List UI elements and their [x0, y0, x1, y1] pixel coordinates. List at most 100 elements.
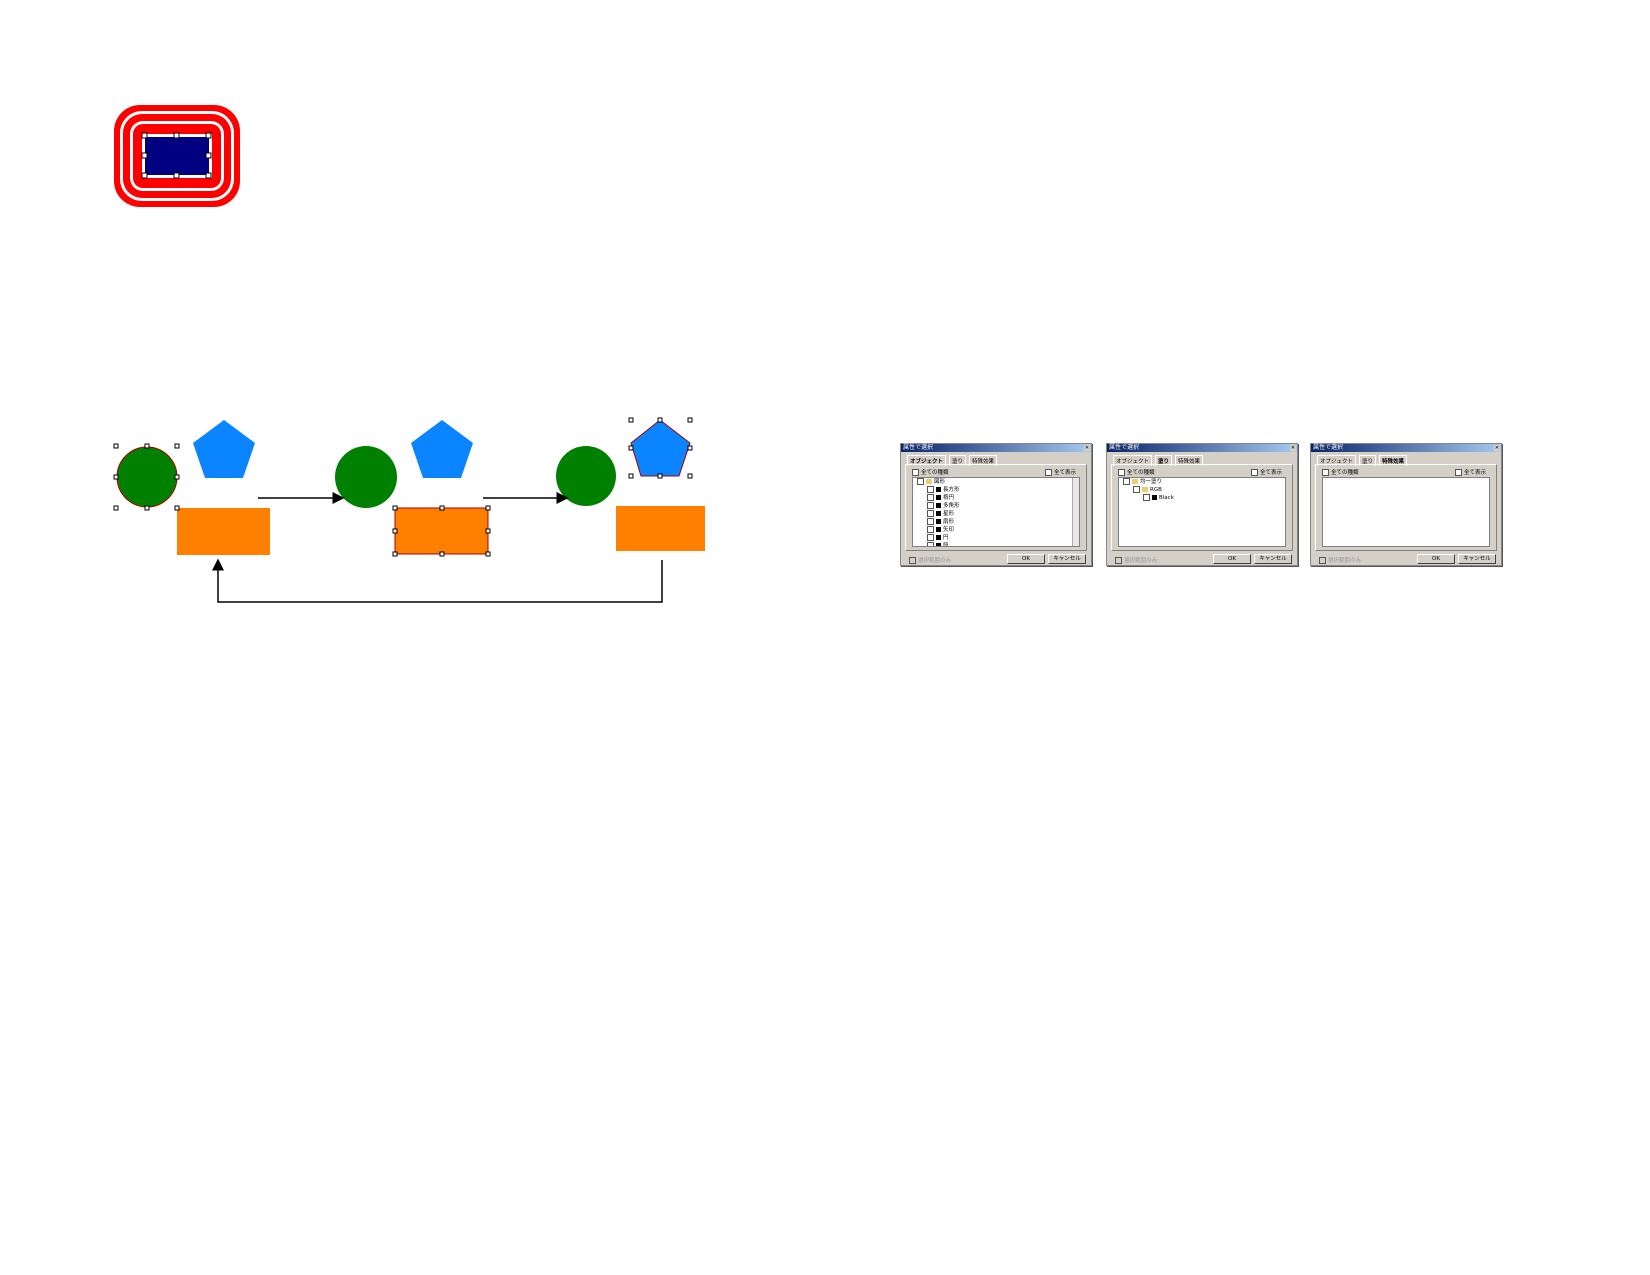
- attribute-tree[interactable]: 図形長方形楕円多角形星形扇形矢印円段: [912, 477, 1080, 547]
- shape-icon: [936, 535, 941, 540]
- cancel-button[interactable]: キャンセル: [1254, 554, 1292, 564]
- attribute-tree[interactable]: 均一塗り RGB Black: [1118, 477, 1286, 547]
- tree-item[interactable]: 矢印: [913, 526, 1079, 534]
- title-bar: 属性で選択✕: [1107, 444, 1297, 452]
- checkbox[interactable]: [927, 518, 934, 525]
- dialog-title: 属性で選択: [903, 444, 934, 451]
- dialog-footer: 選択範囲のみ OK キャンセル: [909, 554, 1087, 564]
- tree-item[interactable]: 多角形: [913, 502, 1079, 510]
- tab[interactable]: 特殊効果: [1379, 455, 1408, 466]
- tree-item[interactable]: 円: [913, 534, 1079, 542]
- cancel-button[interactable]: キャンセル: [1458, 554, 1496, 564]
- checkbox[interactable]: [1143, 494, 1150, 501]
- selection-only-checkbox: 選択範囲のみ: [1319, 556, 1361, 564]
- attribute-tree[interactable]: [1322, 477, 1490, 547]
- tab[interactable]: オブジェクト: [1317, 455, 1357, 466]
- rectangle-1[interactable]: [177, 508, 270, 555]
- tree-item[interactable]: 長方形: [913, 486, 1079, 494]
- checkbox[interactable]: [1133, 486, 1140, 493]
- all-types-label: 全ての種類: [921, 470, 949, 476]
- folder-icon: [926, 479, 932, 484]
- tree-item-label: 矢印: [943, 527, 955, 533]
- tab-panel: 全ての種類 全て表示 均一塗り RGB Black: [1111, 464, 1293, 551]
- circle-3[interactable]: [556, 446, 616, 506]
- checkbox[interactable]: [927, 510, 934, 517]
- checkbox[interactable]: [917, 478, 924, 485]
- ok-button[interactable]: OK: [1213, 554, 1251, 564]
- tree-item-label: RGB: [1150, 487, 1162, 493]
- tree-item[interactable]: 扇形: [913, 518, 1079, 526]
- close-icon[interactable]: ✕: [1084, 445, 1090, 451]
- tree-item-label: 図形: [934, 479, 946, 485]
- tree-item[interactable]: RGB: [1119, 486, 1285, 494]
- tab-panel: 全ての種類 全て表示 図形長方形楕円多角形星形扇形矢印円段: [905, 464, 1087, 551]
- show-all-checkbox[interactable]: 全て表示: [1454, 468, 1486, 476]
- show-all-checkbox[interactable]: 全て表示: [1250, 468, 1282, 476]
- tab[interactable]: オブジェクト: [1113, 455, 1153, 466]
- show-all-checkbox[interactable]: 全て表示: [1044, 468, 1076, 476]
- dialog-title: 属性で選択: [1313, 444, 1344, 451]
- pentagon-2[interactable]: [411, 420, 473, 478]
- tab[interactable]: 塗り: [1359, 455, 1377, 466]
- tree-item-label: Black: [1159, 495, 1174, 501]
- checkbox[interactable]: [927, 502, 934, 509]
- pentagon-1[interactable]: [193, 420, 255, 478]
- tree-item-label: 均一塗り: [1140, 479, 1163, 485]
- close-icon[interactable]: ✕: [1494, 445, 1500, 451]
- folder-icon: [1132, 479, 1138, 484]
- checkbox[interactable]: [1123, 478, 1130, 485]
- tab-bar: オブジェクト塗り特殊効果: [1317, 455, 1501, 466]
- tree-item-label: 扇形: [943, 519, 955, 525]
- selection-handles[interactable]: [113, 417, 693, 557]
- title-bar: 属性で選択 ✕: [1311, 444, 1501, 452]
- checkbox[interactable]: [927, 526, 934, 533]
- pentagon-3[interactable]: [630, 419, 691, 477]
- tree-item-label: 楕円: [943, 495, 955, 501]
- tab[interactable]: 特殊効果: [1175, 455, 1204, 466]
- tab[interactable]: 塗り: [1155, 455, 1173, 466]
- tree-item[interactable]: 図形: [913, 478, 1079, 486]
- cancel-button[interactable]: キャンセル: [1048, 554, 1086, 564]
- tab[interactable]: 塗り: [949, 455, 967, 466]
- shape-icon: [936, 527, 941, 532]
- shape-icon: [936, 495, 941, 500]
- rectangle-3[interactable]: [616, 506, 705, 551]
- tree-item[interactable]: 均一塗り: [1119, 478, 1285, 486]
- all-types-checkbox[interactable]: 全ての種類: [1322, 468, 1359, 476]
- rectangle-2[interactable]: [394, 507, 489, 555]
- select-by-attribute-dialog: 属性で選択 ✕ オブジェクト塗り特殊効果 全ての種類 全て表示 選択範囲のみ OK…: [1310, 443, 1502, 566]
- tree-item[interactable]: 楕円: [913, 494, 1079, 502]
- nested-rectangles-icon[interactable]: [114, 105, 240, 207]
- checkbox[interactable]: [927, 494, 934, 501]
- selection-only-label: 選択範囲のみ: [918, 558, 952, 564]
- all-types-checkbox[interactable]: 全ての種類: [1118, 468, 1155, 476]
- tree-item[interactable]: 段: [913, 542, 1079, 547]
- all-types-checkbox[interactable]: 全ての種類: [912, 468, 949, 476]
- scrollbar[interactable]: [1072, 478, 1079, 546]
- tree-item[interactable]: Black: [1119, 494, 1285, 502]
- tree-item[interactable]: 星形: [913, 510, 1079, 518]
- select-by-attribute-dialog: 属性で選択 ✕ オブジェクト塗り特殊効果 全ての種類 全て表示 図形長方形楕円多角…: [900, 443, 1092, 566]
- tree-item-label: 円: [943, 535, 949, 541]
- all-types-label: 全ての種類: [1127, 470, 1155, 476]
- selection-handles[interactable]: [141, 132, 212, 179]
- dialog-footer: 選択範囲のみ OK キャンセル: [1319, 554, 1497, 564]
- shape-icon: [936, 511, 941, 516]
- ok-button[interactable]: OK: [1417, 554, 1455, 564]
- shape-icon: [936, 519, 941, 524]
- close-icon[interactable]: ✕: [1290, 445, 1296, 451]
- dialog-footer: 選択範囲のみ OK キャンセル: [1115, 554, 1293, 564]
- tab[interactable]: オブジェクト: [907, 455, 947, 466]
- ok-button[interactable]: OK: [1007, 554, 1045, 564]
- shape-icon: [936, 503, 941, 508]
- checkbox[interactable]: [927, 486, 934, 493]
- checkbox[interactable]: [927, 542, 934, 546]
- tree-item-label: 多角形: [943, 503, 960, 509]
- feedback-connector: [212, 558, 663, 603]
- tab[interactable]: 特殊効果: [969, 455, 998, 466]
- circle-2[interactable]: [335, 446, 397, 508]
- tree-item-label: 段: [943, 543, 949, 547]
- circle-1[interactable]: [116, 446, 178, 508]
- checkbox[interactable]: [927, 534, 934, 541]
